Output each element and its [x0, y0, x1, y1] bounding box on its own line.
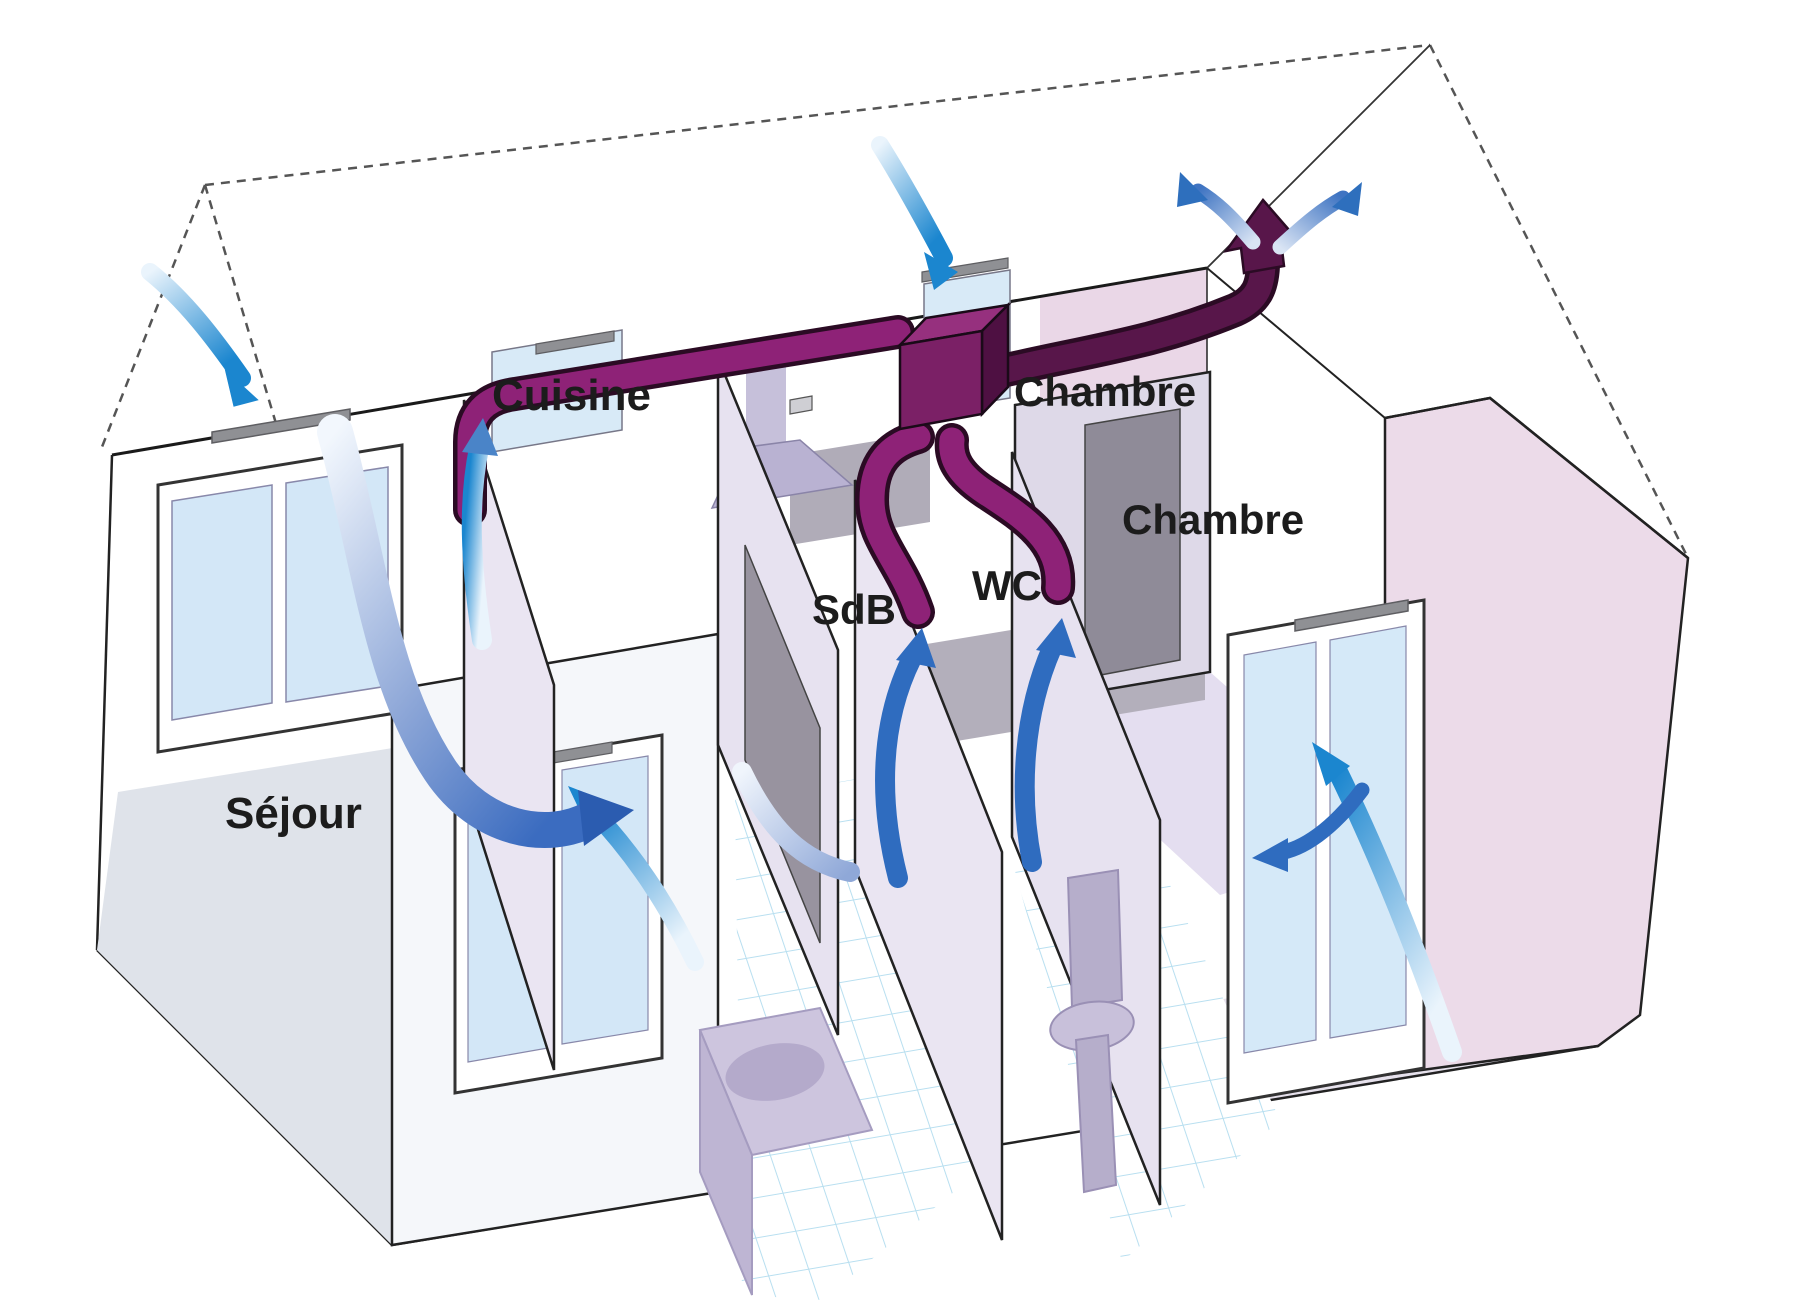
label-sejour: Séjour	[225, 789, 362, 838]
wall-sejour-hall	[462, 399, 556, 1071]
fresh-air-arrow-icon	[141, 263, 251, 387]
bathtub	[698, 1006, 874, 1296]
exhaust-arrow-icon	[1190, 183, 1261, 250]
duct-sdb	[859, 424, 931, 625]
air-arrows	[141, 136, 1462, 1062]
label-chambre-front: Chambre	[1122, 496, 1304, 543]
air-inlet-vent-icon	[211, 408, 351, 444]
transfer-air-arrow-icon	[732, 762, 860, 882]
wall-vent-icon	[789, 395, 813, 415]
interior-walls	[462, 357, 1212, 1241]
exhaust-arrows	[1177, 172, 1362, 255]
label-cuisine: Cuisine	[492, 371, 651, 420]
toilet	[1049, 868, 1135, 1194]
unit-front	[898, 329, 984, 431]
roof-ridge-line	[204, 43, 1431, 187]
duct-exhaust	[972, 253, 1276, 388]
door-chambre-back	[1084, 408, 1181, 679]
transfer-air-arrow-icon	[317, 414, 610, 848]
extract-air-arrow-icon	[875, 648, 922, 888]
fresh-air-arrow-icon	[871, 136, 953, 267]
air-inlet-vent-icon	[1294, 599, 1409, 632]
extraction-unit	[896, 301, 1012, 431]
label-sdb: SdB	[812, 586, 896, 633]
exhaust-arrow-icon	[1272, 190, 1351, 255]
label-wc: WC	[972, 562, 1042, 609]
wall-sdb-wc	[853, 479, 1004, 1241]
room-labels: Séjour Cuisine Chambre Chambre SdB WC	[225, 368, 1304, 838]
chambre-front-window	[1226, 598, 1426, 1105]
extract-air-arrow-icon	[1014, 638, 1062, 872]
label-chambre-back: Chambre	[1014, 368, 1196, 415]
extract-air-arrow-icon	[461, 438, 492, 650]
air-inlet-vent-icon	[535, 330, 615, 355]
duct-network	[453, 249, 1280, 629]
duct-wc	[939, 427, 1071, 601]
